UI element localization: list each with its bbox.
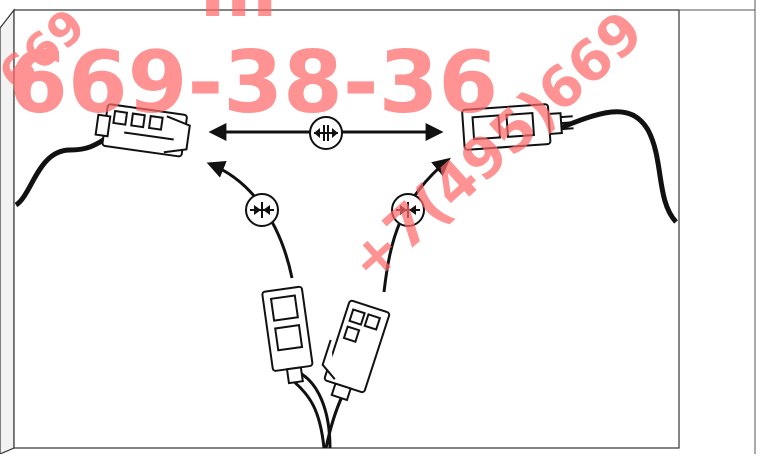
watermark-phone-main: 669-38-36 bbox=[8, 33, 498, 133]
bottom-connectors bbox=[261, 285, 391, 449]
watermark-partial-top: m - bbox=[200, 0, 334, 34]
separate-connectors-icon bbox=[309, 116, 343, 150]
left-connector bbox=[14, 103, 191, 208]
join-connectors-icon-right bbox=[391, 193, 425, 227]
right-connector bbox=[461, 103, 678, 224]
join-connectors-icon-left bbox=[245, 193, 279, 227]
